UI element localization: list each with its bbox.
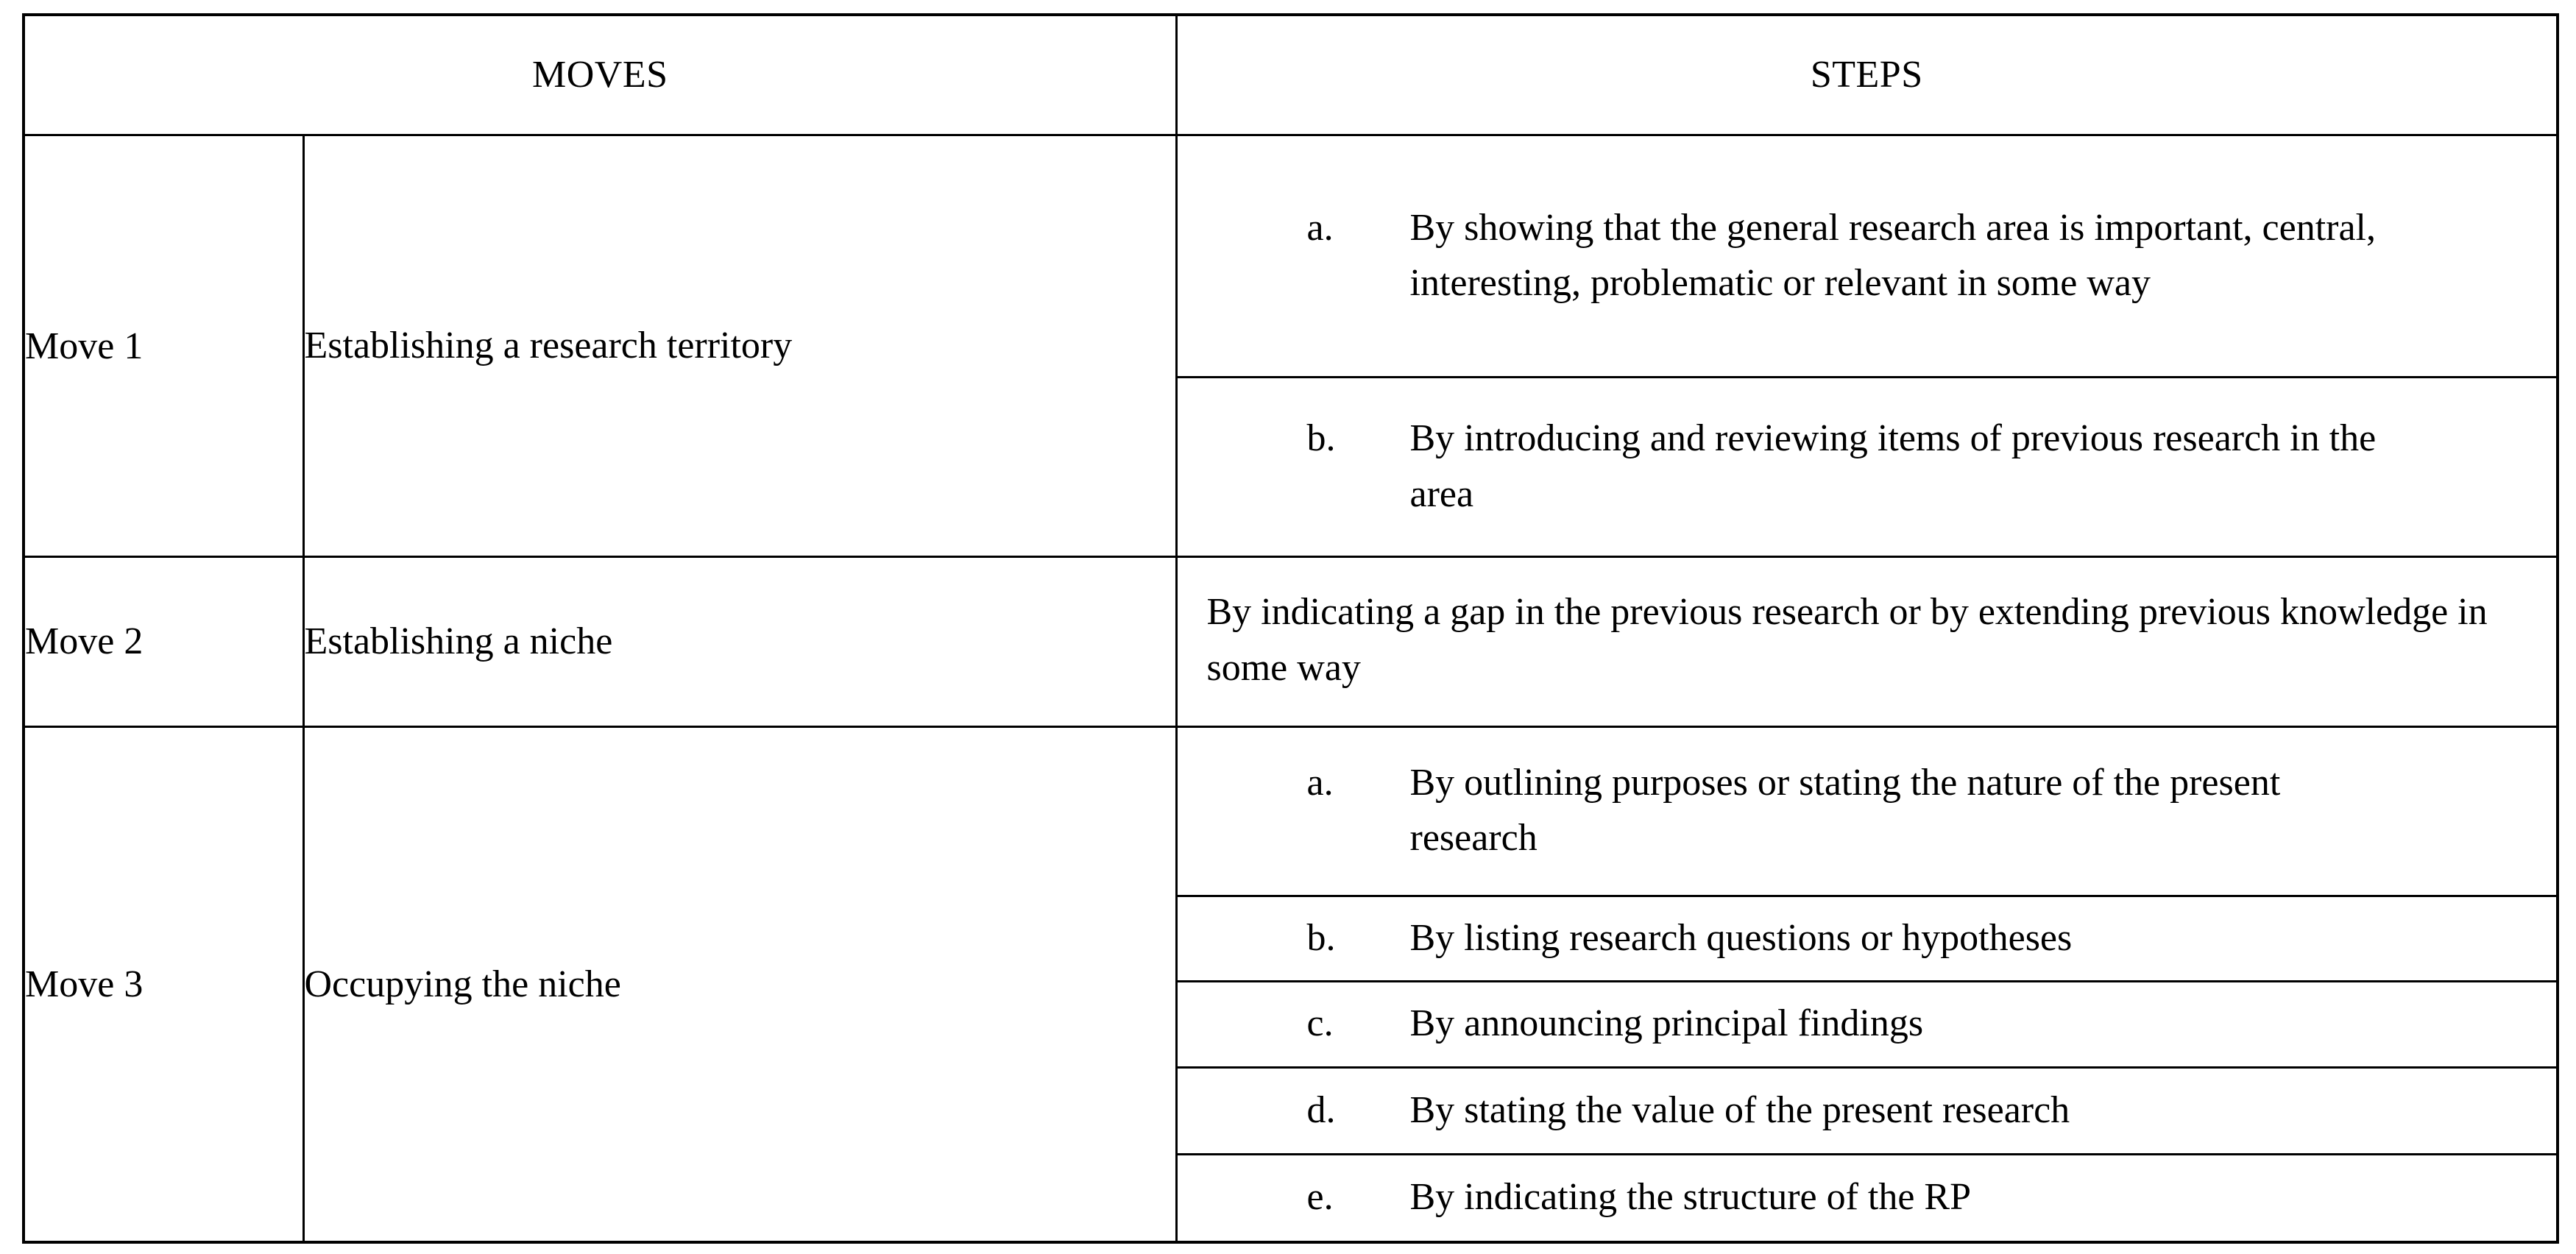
step-marker: b. [1306, 417, 1336, 460]
table-row: Move 3 Occupying the niche a. By outlini… [22, 725, 2559, 1244]
column-header-steps: STEPS [1175, 13, 2559, 137]
step-text: By indicating a gap in the previous rese… [1175, 555, 2559, 728]
list-item: e. By indicating the structure of the RP [1178, 1169, 2535, 1225]
list-item: a. By showing that the general research … [1178, 200, 2535, 311]
step-text: By outlining purposes or stating the nat… [1409, 761, 2281, 860]
step-marker: a. [1306, 761, 1334, 804]
step-cell: e. By indicating the structure of the RP [1175, 1152, 2559, 1244]
step-marker: c. [1306, 1002, 1334, 1045]
move-label-2: Move 2 [22, 555, 305, 728]
step-text: By showing that the general research are… [1409, 206, 2377, 305]
table-row: Move 1 Establishing a research territory… [22, 134, 2559, 558]
table-row: e. By indicating the structure of the RP [24, 1152, 2559, 1244]
step-text: By indicating the structure of the RP [1409, 1176, 1972, 1219]
step-text: By listing research questions or hypothe… [1409, 916, 2073, 959]
step-cell: a. By outlining purposes or stating the … [1175, 725, 2559, 898]
list-item: a. By outlining purposes or stating the … [1178, 755, 2535, 866]
table-row: b. By listing research questions or hypo… [24, 895, 2559, 982]
table-header-row: MOVES STEPS [22, 13, 2559, 137]
move-label-3: Move 3 [22, 725, 305, 1244]
move-name-2: Establishing a niche [302, 555, 1178, 728]
step-cell: b. By introducing and reviewing items of… [1175, 376, 2559, 558]
table-row: b. By introducing and reviewing items of… [24, 376, 2559, 558]
step-text: By introducing and reviewing items of pr… [1409, 417, 2377, 515]
step-marker: d. [1306, 1088, 1336, 1131]
table-row: Move 2 Establishing a niche By indicatin… [22, 555, 2559, 728]
table-row: c. By announcing principal findings [24, 980, 2559, 1069]
step-text: By stating the value of the present rese… [1409, 1088, 2070, 1131]
step-cell: b. By listing research questions or hypo… [1175, 895, 2559, 982]
step-cell: d. By stating the value of the present r… [1175, 1066, 2559, 1155]
step-marker: e. [1306, 1176, 1334, 1219]
move-name-1: Establishing a research territory [302, 134, 1178, 558]
step-cell: c. By announcing principal findings [1175, 980, 2559, 1069]
list-item: b. By introducing and reviewing items of… [1178, 411, 2535, 522]
column-header-moves: MOVES [22, 13, 1178, 137]
list-item: d. By stating the value of the present r… [1178, 1083, 2535, 1138]
table-row: d. By stating the value of the present r… [24, 1066, 2559, 1155]
list-item: b. By listing research questions or hypo… [1178, 910, 2535, 966]
step-marker: b. [1306, 916, 1336, 959]
step-marker: a. [1306, 206, 1334, 249]
step-text: By announcing principal findings [1409, 1002, 1924, 1045]
moves-steps-table: MOVES STEPS Move 1 Establishing a resear… [22, 13, 2559, 1244]
move-label-1: Move 1 [22, 134, 305, 558]
step-cell: a. By showing that the general research … [1175, 134, 2559, 379]
list-item: c. By announcing principal findings [1178, 996, 2535, 1051]
move-name-3: Occupying the niche [302, 725, 1178, 1244]
